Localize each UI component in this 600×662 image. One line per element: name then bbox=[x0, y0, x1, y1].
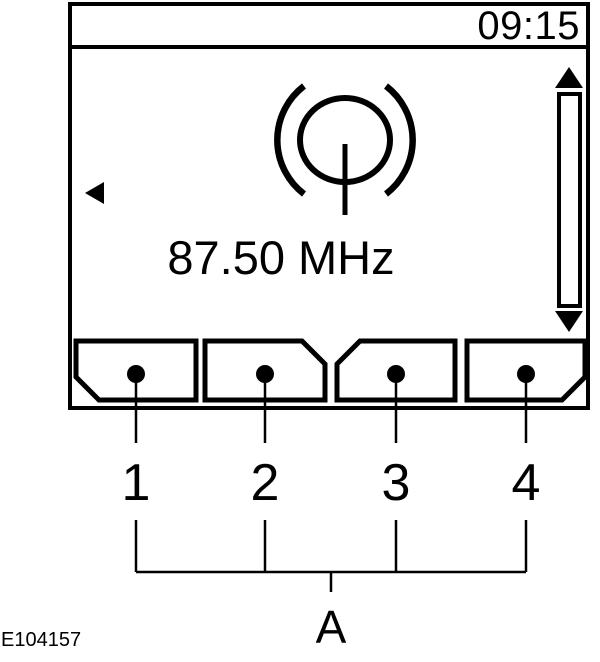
scrollbar-track bbox=[557, 92, 582, 308]
scroll-up-icon bbox=[555, 67, 583, 88]
preset-button-row bbox=[73, 338, 588, 403]
callout-label-4: 4 bbox=[494, 457, 558, 509]
callout-label-2: 2 bbox=[233, 457, 297, 509]
callout-label-3: 3 bbox=[364, 457, 428, 509]
scroll-down-icon bbox=[555, 311, 583, 332]
callout-leader-lines bbox=[134, 374, 528, 592]
status-bar-divider bbox=[72, 45, 586, 49]
broadcast-antenna-icon bbox=[274, 83, 416, 215]
callout-label-1: 1 bbox=[104, 457, 168, 509]
radio-display-frame bbox=[68, 2, 590, 410]
clock-display: 09:15 bbox=[477, 4, 580, 48]
frequency-readout: 87.50 MHz bbox=[167, 231, 395, 284]
callout-group-label: A bbox=[315, 601, 347, 653]
back-arrow-icon bbox=[85, 182, 104, 204]
figure-code: E104157 bbox=[1, 629, 82, 651]
